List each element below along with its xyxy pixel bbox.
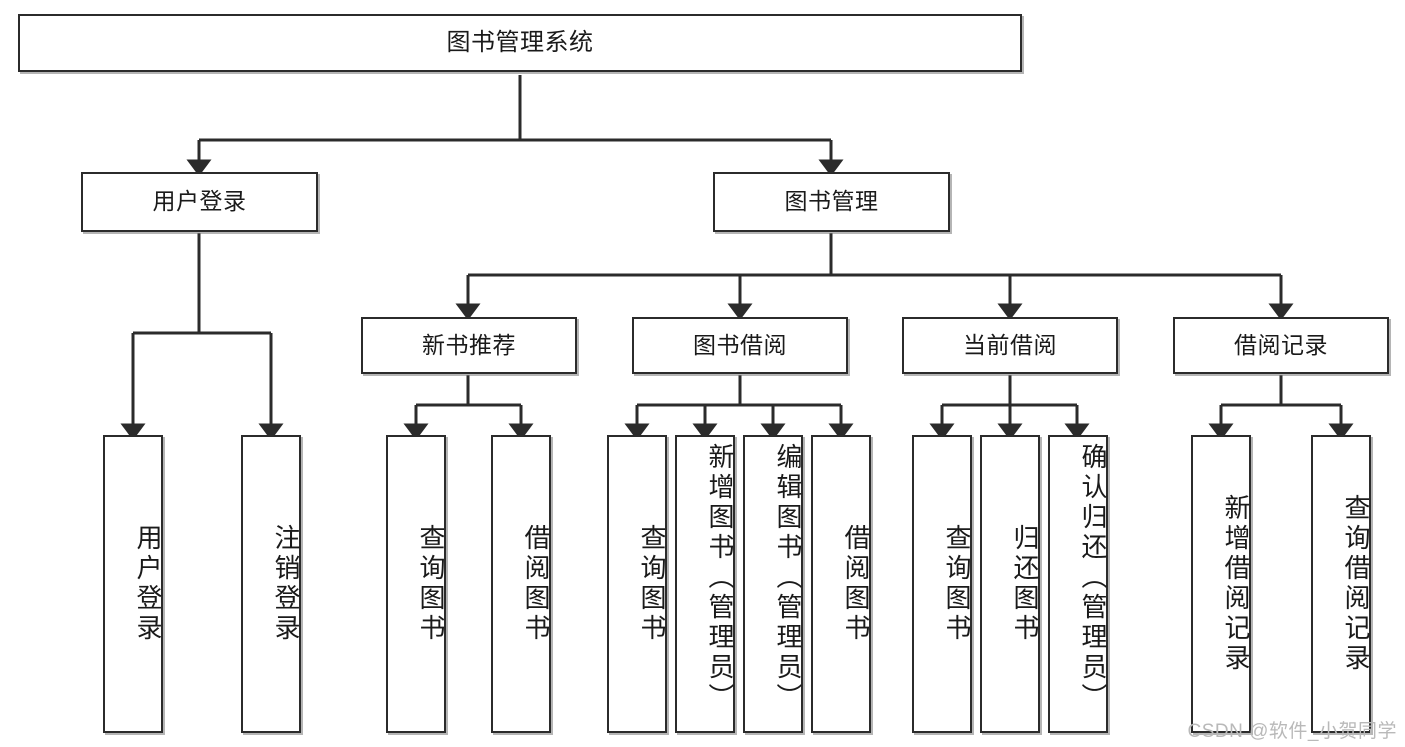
leaf-return-book[interactable]: 归还图书 [980,435,1040,733]
node-label: 借阅记录 [1234,331,1328,358]
leaf-user-login[interactable]: 用户登录 [103,435,163,733]
node-label: 查询图书 [942,524,972,644]
node-book-management[interactable]: 图书管理 [713,172,950,232]
node-label: 查询图书 [637,524,667,644]
node-label: 用户登录 [133,524,163,644]
node-label: 新增图书（管理员） [705,443,735,713]
leaf-confirm-return-admin[interactable]: 确认归还（管理员） [1048,435,1108,733]
node-label: 用户登录 [152,188,247,215]
leaf-add-book-admin[interactable]: 新增图书（管理员） [675,435,735,733]
node-label: 编辑图书（管理员） [773,443,803,713]
leaf-add-borrow-record[interactable]: 新增借阅记录 [1191,435,1251,733]
node-label: 当前借阅 [963,331,1057,358]
leaf-query-book-current[interactable]: 查询图书 [912,435,972,733]
node-current-borrow[interactable]: 当前借阅 [902,317,1118,374]
node-label: 图书管理 [784,188,879,215]
node-label: 图书借阅 [693,331,787,358]
node-label: 查询借阅记录 [1341,494,1371,674]
leaf-edit-book-admin[interactable]: 编辑图书（管理员） [743,435,803,733]
leaf-query-book-recommend[interactable]: 查询图书 [386,435,446,733]
node-label: 借阅图书 [521,524,551,644]
node-label: 归还图书 [1010,524,1040,644]
leaf-query-book-borrow[interactable]: 查询图书 [607,435,667,733]
leaf-query-borrow-record[interactable]: 查询借阅记录 [1311,435,1371,733]
node-label: 新书推荐 [422,331,516,358]
node-label: 注销登录 [271,524,301,644]
leaf-borrow-book-recommend[interactable]: 借阅图书 [491,435,551,733]
node-label: 借阅图书 [841,524,871,644]
node-root[interactable]: 图书管理系统 [18,14,1022,72]
node-new-book-recommend[interactable]: 新书推荐 [361,317,577,374]
node-book-borrow[interactable]: 图书借阅 [632,317,848,374]
leaf-user-logout[interactable]: 注销登录 [241,435,301,733]
node-user-login[interactable]: 用户登录 [81,172,318,232]
leaf-borrow-book[interactable]: 借阅图书 [811,435,871,733]
node-label: 新增借阅记录 [1221,494,1251,674]
node-label: 确认归还（管理员） [1078,443,1108,713]
watermark: CSDN @软件_小贺同学 [1187,721,1397,742]
node-label: 图书管理系统 [446,28,594,56]
node-label: 查询图书 [416,524,446,644]
node-borrow-record[interactable]: 借阅记录 [1173,317,1389,374]
